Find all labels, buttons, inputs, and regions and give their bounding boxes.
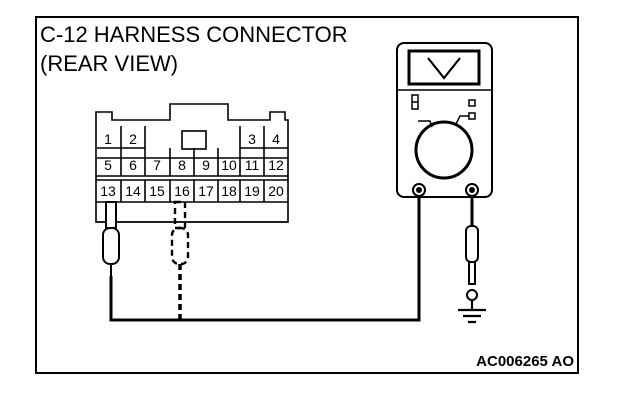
meter-jack-com	[412, 183, 426, 197]
connector-latch	[181, 130, 207, 150]
pin-label: 13	[100, 183, 116, 199]
pin-label: 9	[202, 157, 210, 173]
pin-label: 10	[221, 157, 237, 173]
pin-label: 1	[104, 131, 112, 147]
pin-label: 7	[153, 157, 161, 173]
connector-outline	[95, 103, 289, 223]
pin-label: 12	[268, 157, 284, 173]
ground-probe	[465, 196, 479, 301]
pin-label: 16	[174, 183, 190, 199]
pin-label: 18	[221, 183, 237, 199]
pin-label: 17	[198, 183, 214, 199]
probe-pin-13	[102, 201, 120, 276]
pin-label: 19	[244, 183, 260, 199]
pin-label: 2	[129, 131, 137, 147]
voltmeter	[396, 42, 493, 198]
pin-label: 6	[129, 157, 137, 173]
diagram-frame	[35, 16, 579, 374]
meter-dial	[414, 120, 474, 180]
pin-label: 15	[149, 183, 165, 199]
pin-label: 5	[104, 157, 112, 173]
reference-code: AC006265 AO	[476, 353, 574, 370]
pin-label: 8	[178, 157, 186, 173]
ground-icon	[458, 300, 486, 324]
pin-label: 3	[248, 131, 256, 147]
diagram-title: C-12 HARNESS CONNECTOR	[40, 22, 348, 47]
pin-label: 4	[272, 131, 280, 147]
meter-body	[396, 42, 493, 198]
meter-display	[407, 49, 481, 86]
pin-label: 11	[245, 157, 260, 173]
test-lead-wire	[109, 196, 421, 322]
harness-connector	[95, 103, 289, 223]
probe-pin-16	[170, 200, 190, 320]
pin-label: 20	[268, 183, 284, 199]
pin-label: 14	[125, 183, 141, 199]
v-icon	[427, 57, 461, 80]
pin-labels: 1 2 3 4 5 6 7 8 9 10 11 12 13 14 15 16 1…	[100, 131, 284, 199]
diagram-subtitle: (REAR VIEW)	[40, 51, 179, 76]
